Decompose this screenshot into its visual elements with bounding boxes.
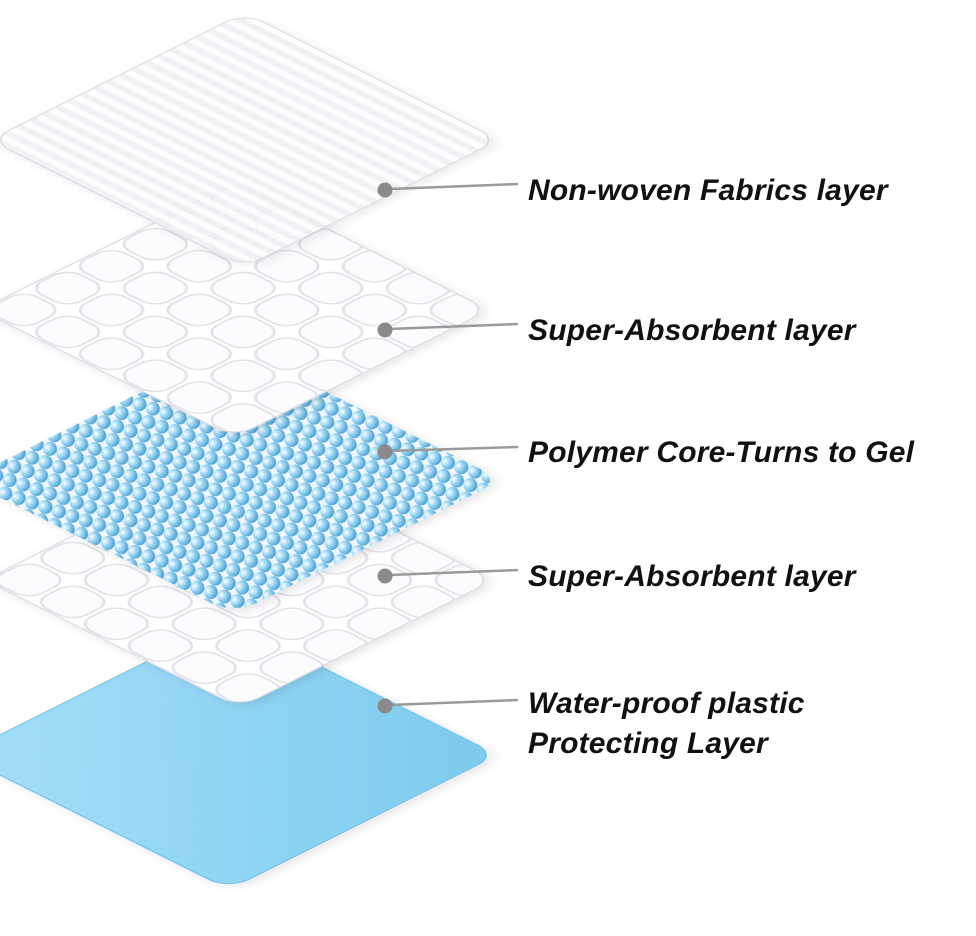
layer-sheet-non-woven-fabrics xyxy=(0,17,490,263)
callout-line-5 xyxy=(388,698,519,707)
callout-dot-4 xyxy=(377,568,393,584)
callout-dot-1 xyxy=(377,182,393,198)
label-text: Non-woven Fabrics layer xyxy=(528,174,888,207)
callout-dots xyxy=(377,182,393,714)
label-super-absorbent-upper: Super-Absorbent layer xyxy=(528,311,856,351)
layer-sheet-waterproof-plastic xyxy=(0,625,487,885)
callout-dot-2 xyxy=(377,322,393,338)
callout-line-2 xyxy=(388,322,519,331)
callout-line-1 xyxy=(388,182,519,191)
callout-line-4 xyxy=(388,568,519,577)
layer-sheet-polymer-core xyxy=(0,351,490,609)
label-text-line1: Water-proof plastic xyxy=(528,687,805,720)
label-polymer-core: Polymer Core-Turns to Gel xyxy=(528,433,914,473)
callout-dot-5 xyxy=(377,698,393,714)
label-non-woven-fabrics: Non-woven Fabrics layer xyxy=(528,171,888,211)
label-super-absorbent-lower: Super-Absorbent layer xyxy=(528,557,856,597)
label-text: Polymer Core-Turns to Gel xyxy=(528,436,915,469)
label-waterproof-plastic: Water-proof plastic Protecting Layer xyxy=(528,684,805,764)
label-text: Super-Absorbent layer xyxy=(528,314,856,347)
callouts xyxy=(388,182,519,707)
layer-sheet-super-absorbent-upper xyxy=(0,187,480,433)
callout-dot-3 xyxy=(377,444,393,460)
callout-line-3 xyxy=(388,445,519,453)
label-text: Super-Absorbent layer xyxy=(528,560,856,593)
label-text-line2: Protecting Layer xyxy=(528,727,768,760)
